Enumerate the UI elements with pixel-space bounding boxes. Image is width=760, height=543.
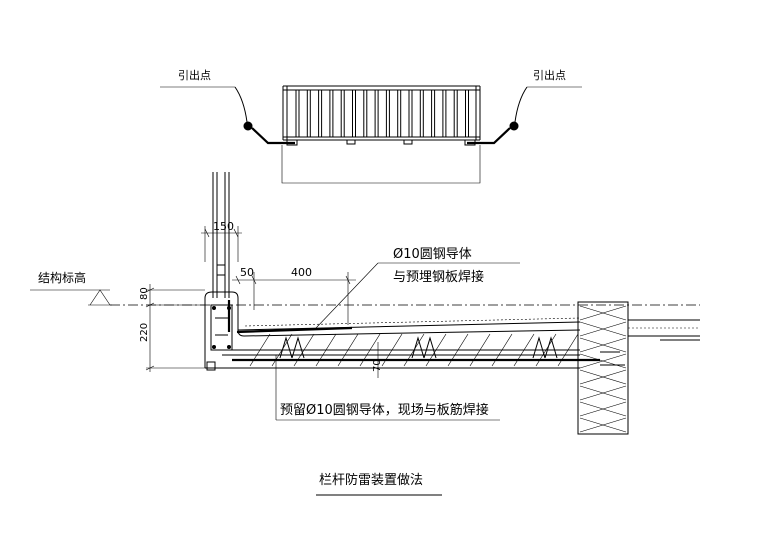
svg-text:80: 80 (139, 287, 150, 300)
dim-50-400: 50 400 (232, 266, 356, 325)
reserved-note: 预留Ø10圆钢导体，现场与板筋焊接 (280, 402, 489, 418)
railing-post-section (212, 172, 230, 298)
title-text: 栏杆防雷装置做法 (319, 472, 423, 488)
dim-150: 150 (201, 220, 242, 262)
svg-text:400: 400 (291, 266, 312, 279)
conductor-note-line1: Ø10圆钢导体 (393, 247, 472, 262)
structure-elevation-label: 结构标高 (38, 270, 86, 285)
lead-out-label-right: 引出点 (533, 68, 566, 82)
lead-out-point-right: 引出点 (467, 68, 582, 145)
dim-70: 70 (372, 342, 383, 378)
lead-out-point-icon (509, 121, 519, 131)
structure-elevation-mark: 结构标高 (30, 270, 112, 306)
railing-elevation (281, 85, 481, 184)
drawing-title: 栏杆防雷装置做法 (316, 472, 442, 496)
lead-out-label-left: 引出点 (178, 68, 211, 82)
callout-conductor: Ø10圆钢导体 与预埋钢板焊接 (315, 247, 520, 329)
dim-80-220: 80 220 (139, 284, 205, 372)
lead-out-point-left: 引出点 (160, 68, 295, 145)
svg-text:70: 70 (372, 359, 383, 372)
curb-and-slab (204, 291, 625, 371)
lead-out-point-icon (243, 121, 253, 131)
beam-column (577, 301, 700, 435)
conductor-note-line2: 与预埋钢板焊接 (393, 269, 484, 285)
callout-reserved: 预留Ø10圆钢导体，现场与板筋焊接 (275, 355, 500, 421)
svg-text:220: 220 (139, 323, 150, 342)
svg-text:50: 50 (240, 266, 254, 279)
svg-text:150: 150 (213, 220, 234, 233)
